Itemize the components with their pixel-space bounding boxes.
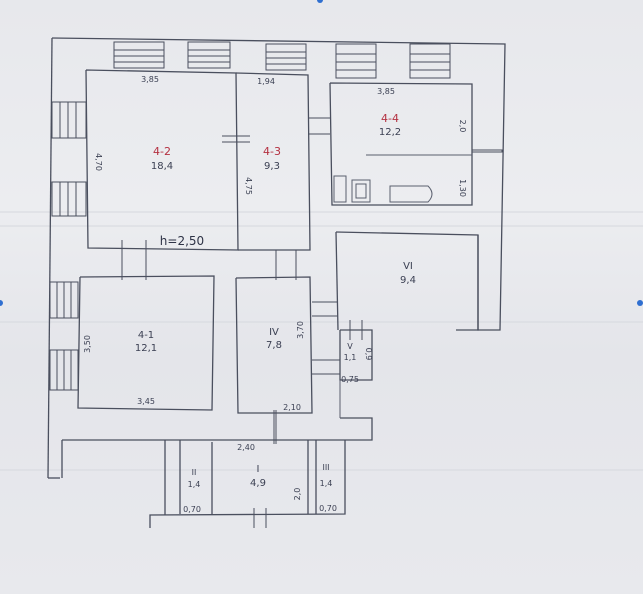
room-III-number: III — [322, 463, 329, 472]
ceiling-height-label: h=2,50 — [160, 234, 204, 248]
room-IV-walls — [235, 276, 313, 414]
room-V-walls — [339, 329, 373, 418]
dim-V-width: 0,75 — [341, 375, 359, 384]
washbasin-icon — [333, 175, 347, 203]
dim-IV-width: 2,10 — [283, 403, 301, 412]
room-4-1-area: 12,1 — [135, 343, 157, 354]
dim-4-2-height: 4,70 — [94, 153, 103, 171]
dim-4-3-height: 4,75 — [244, 177, 253, 195]
room-4-3-area: 9,3 — [264, 161, 280, 172]
dim-I-width: 2,40 — [237, 443, 255, 452]
room-V-area: 1,1 — [344, 353, 357, 362]
corridor-rooms-walls — [179, 440, 317, 514]
top-edge-dot — [317, 0, 323, 3]
dim-4-2-width: 3,85 — [141, 75, 159, 84]
dim-4-4-width: 3,85 — [377, 87, 395, 96]
room-I-number: I — [257, 464, 260, 475]
dim-4-4-height-top: 2,0 — [458, 120, 467, 133]
toilet-icon — [351, 179, 371, 203]
room-4-4-number: 4-4 — [381, 112, 399, 125]
dim-I-height: 2,0 — [293, 488, 302, 501]
bathroom-fixtures — [333, 175, 433, 203]
room-III-area: 1,4 — [320, 479, 333, 488]
room-IV-number: IV — [269, 327, 279, 338]
windows — [49, 41, 503, 391]
room-4-2-number: 4-2 — [153, 145, 171, 158]
room-4-2-area: 18,4 — [151, 161, 173, 172]
dim-4-1-height: 3,50 — [83, 335, 92, 353]
dim-IV-height: 3,70 — [296, 321, 305, 339]
bathtub-icon — [389, 185, 433, 203]
paper-fold-lines — [0, 211, 643, 471]
room-4-4-area: 12,2 — [379, 127, 401, 138]
room-4-4-walls — [329, 82, 473, 206]
room-4-3-walls — [235, 72, 311, 251]
room-II-number: II — [192, 468, 197, 477]
dim-4-4-height-bottom: 1,30 — [458, 179, 467, 197]
room-4-1-number: 4-1 — [138, 330, 154, 341]
right-edge-dot — [637, 300, 643, 306]
dim-4-3-width: 1,94 — [257, 77, 275, 86]
room-4-3-number: 4-3 — [263, 145, 281, 158]
room-V-number: V — [347, 342, 353, 351]
room-VI-walls — [335, 231, 479, 331]
dim-V-height: 0,9 — [364, 348, 373, 361]
room-VI-number: VI — [403, 261, 413, 272]
dim-III-width: 0,70 — [319, 504, 337, 513]
doors — [121, 117, 363, 528]
left-edge-dot — [0, 300, 3, 306]
room-I-area: 4,9 — [250, 478, 266, 489]
room-4-2-walls — [85, 69, 239, 251]
room-VI-area: 9,4 — [400, 275, 416, 286]
room-II-area: 1,4 — [188, 480, 201, 489]
dim-4-1-width: 3,45 — [137, 397, 155, 406]
outer-walls — [47, 37, 506, 528]
room-IV-area: 7,8 — [266, 340, 282, 351]
room-4-1-walls — [77, 275, 215, 411]
dim-II-width: 0,70 — [183, 505, 201, 514]
